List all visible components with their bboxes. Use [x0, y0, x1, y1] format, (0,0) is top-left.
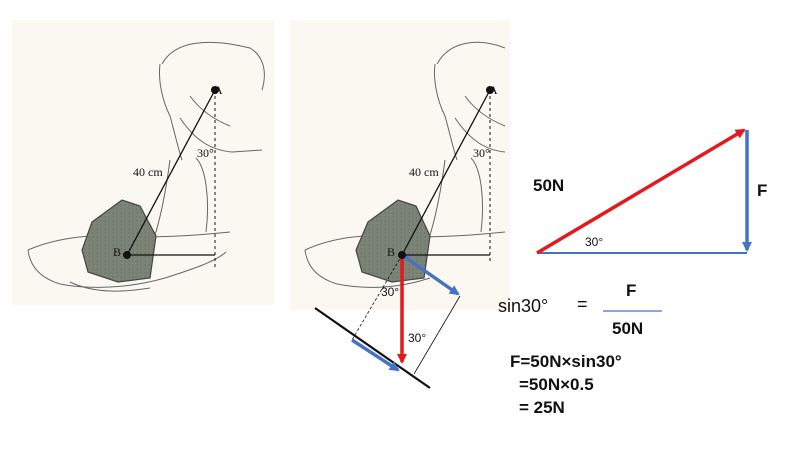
middle-blue-component-vector: [400, 253, 460, 296]
middle-line-ab: [401, 89, 491, 256]
formula-line-2: =50N×0.5: [519, 375, 594, 394]
left-length-label: 40 cm: [133, 165, 163, 179]
formula-line-1: F=50N×sin30°: [510, 352, 622, 371]
triangle-force-label: 50N: [533, 176, 565, 195]
triangle-component-label: F: [757, 181, 768, 200]
middle-leg-illustration: [290, 20, 510, 389]
triangle-angle-label: 30°: [585, 235, 604, 249]
middle-label-a: A: [489, 83, 498, 97]
middle-leg-sketch: [304, 41, 506, 288]
triangle-red-hypotenuse: [536, 128, 746, 255]
middle-blue-surface-vector: [351, 338, 400, 372]
middle-angle-b-label: 30°: [381, 285, 400, 299]
middle-point-a: [486, 86, 494, 94]
formula-lhs: sin30°: [498, 296, 549, 316]
left-leg-illustration: [12, 20, 274, 305]
formula-denominator: 50N: [612, 319, 644, 338]
middle-angle-box-label: 30°: [408, 331, 427, 345]
construction-line-2: [413, 295, 461, 375]
left-pad: [81, 199, 157, 283]
left-line-ab: [126, 89, 216, 256]
middle-angle-top-label: 30°: [473, 146, 490, 160]
left-angle-label: 30°: [197, 146, 214, 160]
left-point-b: [123, 251, 131, 259]
surface-line: [314, 307, 431, 389]
left-label-b: B: [113, 245, 122, 259]
formula-line-3: = 25N: [519, 398, 565, 417]
left-point-a: [211, 86, 219, 94]
formula-equals: =: [577, 294, 588, 314]
left-label-a: A: [214, 83, 223, 97]
formula-numerator: F: [626, 281, 637, 300]
force-triangle: [536, 128, 752, 255]
middle-label-b: B: [387, 245, 396, 259]
middle-point-b: [398, 251, 406, 259]
middle-length-label: 40 cm: [409, 165, 439, 179]
construction-line-1: [351, 254, 403, 341]
